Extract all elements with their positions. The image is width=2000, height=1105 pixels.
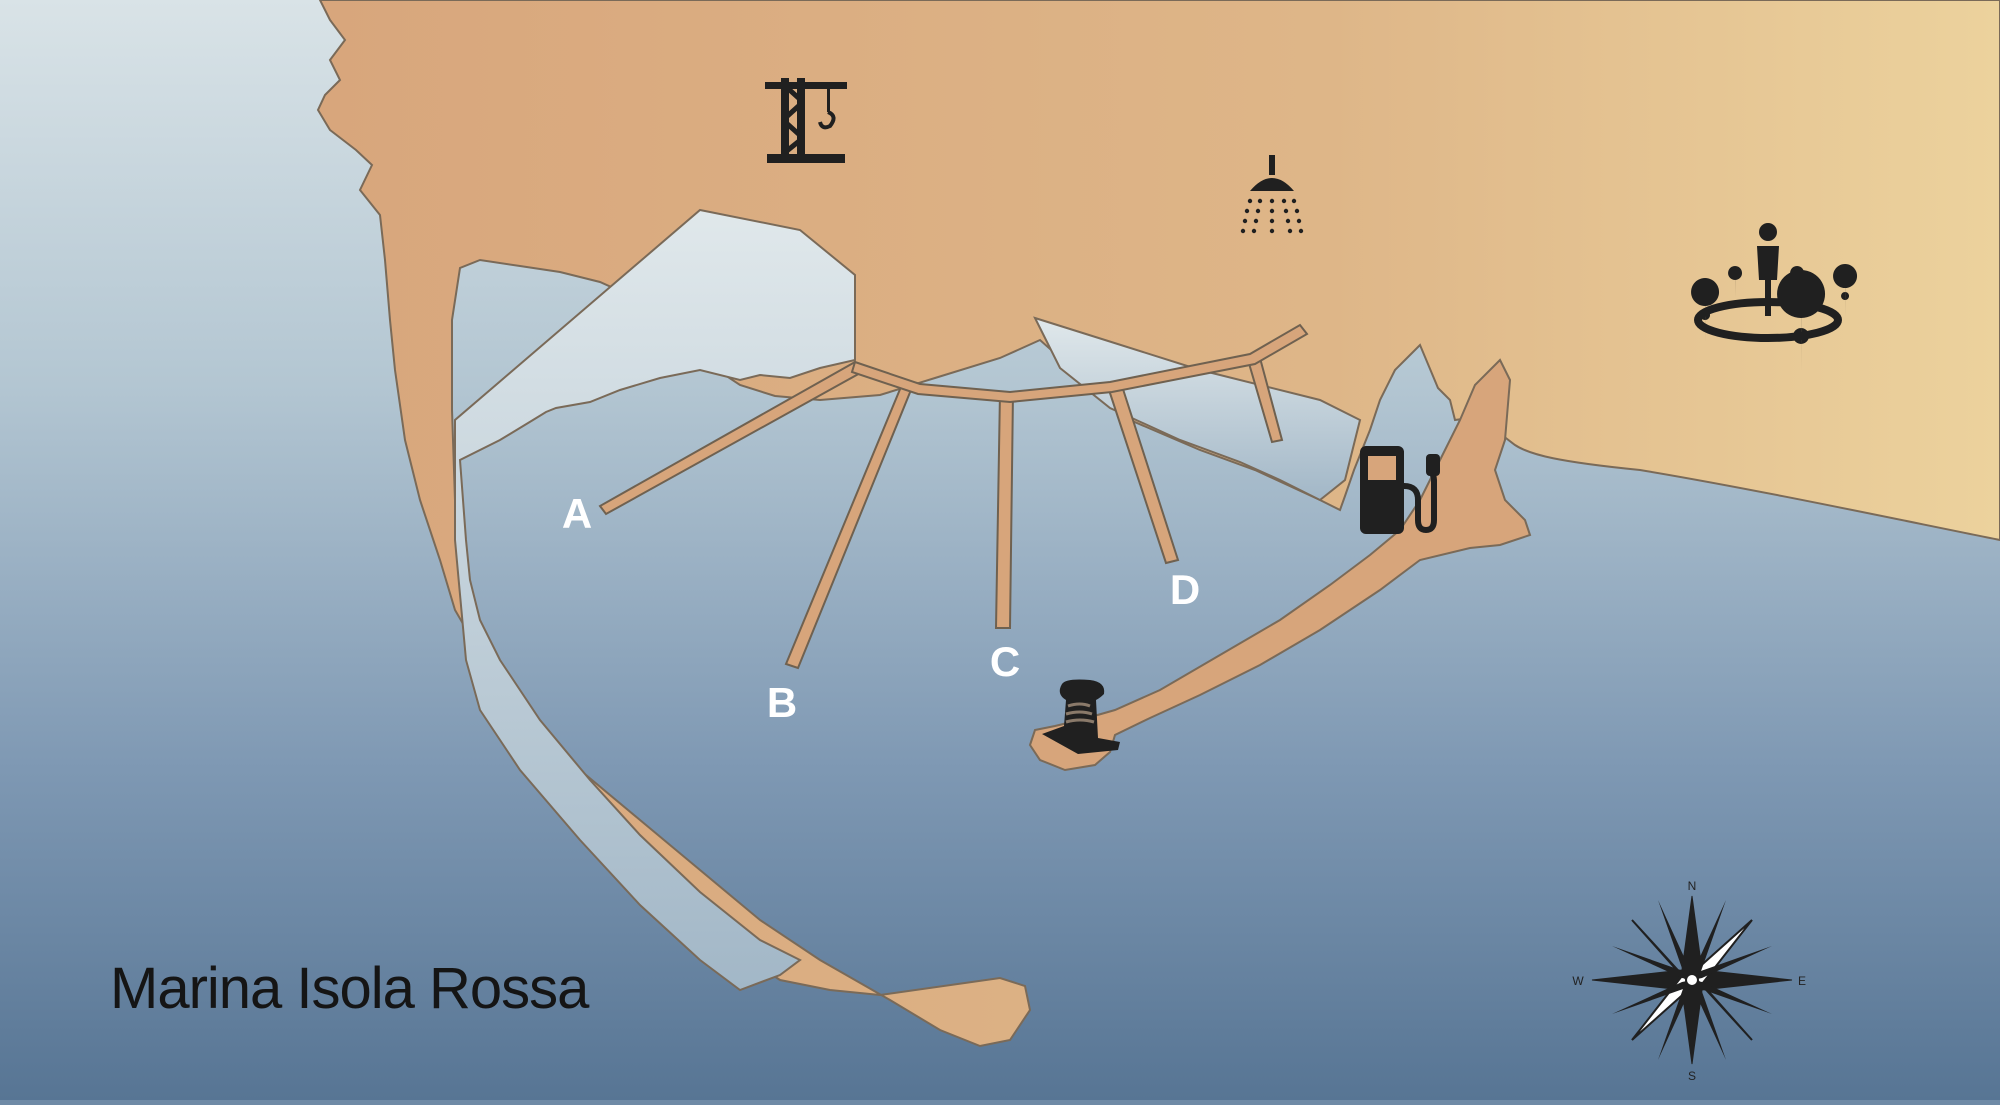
compass-n: N bbox=[1688, 879, 1697, 893]
fuel-pump-icon bbox=[1360, 446, 1440, 534]
pier-label-C: C bbox=[990, 638, 1020, 685]
compass-s: S bbox=[1688, 1069, 1696, 1083]
harbor-basin bbox=[454, 208, 856, 992]
bollard-icon bbox=[1042, 679, 1120, 754]
piers bbox=[598, 323, 1309, 670]
meeting-point-icon bbox=[1691, 223, 1858, 372]
compass-rose-icon: N S E W bbox=[1572, 879, 1806, 1083]
shower-icon bbox=[1240, 155, 1304, 234]
pier-C bbox=[994, 391, 1015, 629]
main-quay bbox=[850, 323, 1309, 404]
crane-icon bbox=[765, 78, 847, 163]
map-title: Marina Isola Rossa bbox=[110, 956, 589, 1021]
compass-e: E bbox=[1798, 974, 1806, 988]
pier-label-A: A bbox=[562, 490, 592, 537]
compass-w: W bbox=[1572, 974, 1584, 988]
pier-label-D: D bbox=[1170, 566, 1200, 613]
pier-label-B: B bbox=[767, 679, 797, 726]
